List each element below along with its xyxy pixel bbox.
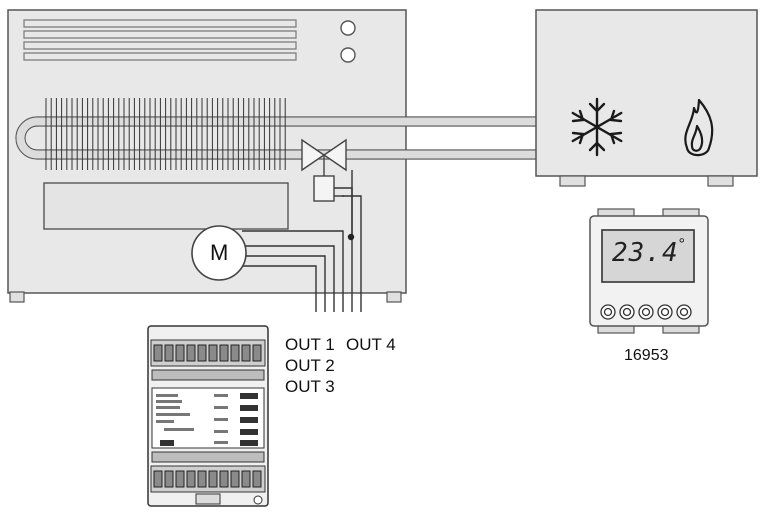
thermostat-unit-glyph: ° (678, 236, 685, 253)
thermostat-temperature: 23.4 (612, 238, 679, 268)
terminal-screw (164, 344, 174, 362)
coil-fins (45, 98, 286, 170)
terminal-screw (219, 344, 229, 362)
terminal-screw (164, 470, 174, 488)
output-label-3: OUT 3 (285, 377, 335, 396)
terminal-screw (175, 470, 185, 488)
module-panel-markings (156, 394, 228, 444)
terminal-screw (153, 344, 163, 362)
three-way-valve (301, 138, 347, 202)
air-grille (23, 19, 297, 61)
terminal-screw (252, 344, 262, 362)
terminal-screw (241, 344, 251, 362)
terminal-screw (219, 470, 229, 488)
valve-actuator (313, 175, 335, 202)
wire-junction (347, 233, 355, 241)
output-label-4: OUT 4 (346, 335, 396, 354)
terminal-screw (208, 344, 218, 362)
terminal-screw (230, 344, 240, 362)
terminal-screw (186, 470, 196, 488)
indicator-light-bottom (340, 47, 356, 63)
fan-motor (191, 225, 247, 281)
terminal-screw (175, 344, 185, 362)
din-actuator-module (147, 325, 269, 507)
indicator-light-top (340, 20, 356, 36)
motor-label: M (210, 240, 229, 265)
unit-foot-left (9, 291, 25, 303)
terminal-screw (208, 470, 218, 488)
terminal-screw (252, 470, 262, 488)
module-leds (160, 393, 258, 446)
terminal-screw (241, 470, 251, 488)
terminal-screw (186, 344, 196, 362)
output-label-1: OUT 1 (285, 335, 335, 354)
din-clip (195, 493, 221, 505)
thermostat-model-code: 16953 (624, 347, 669, 364)
terminal-screw (197, 344, 207, 362)
terminal-row-bottom (153, 470, 262, 488)
unit-foot-right (386, 291, 402, 303)
filter-panel (43, 182, 289, 230)
snowflake-icon (571, 97, 623, 157)
pipes (15, 116, 536, 160)
wiring (242, 170, 362, 312)
terminal-screw (153, 470, 163, 488)
terminal-screw (197, 470, 207, 488)
heat-pump-unit (535, 9, 758, 187)
terminal-row-top (153, 344, 262, 362)
terminal-screw (230, 470, 240, 488)
flame-icon (684, 98, 714, 157)
output-label-2: OUT 2 (285, 356, 335, 375)
thermostat-buttons (600, 304, 692, 320)
thermostat-display (601, 229, 695, 283)
room-thermostat (589, 208, 709, 334)
